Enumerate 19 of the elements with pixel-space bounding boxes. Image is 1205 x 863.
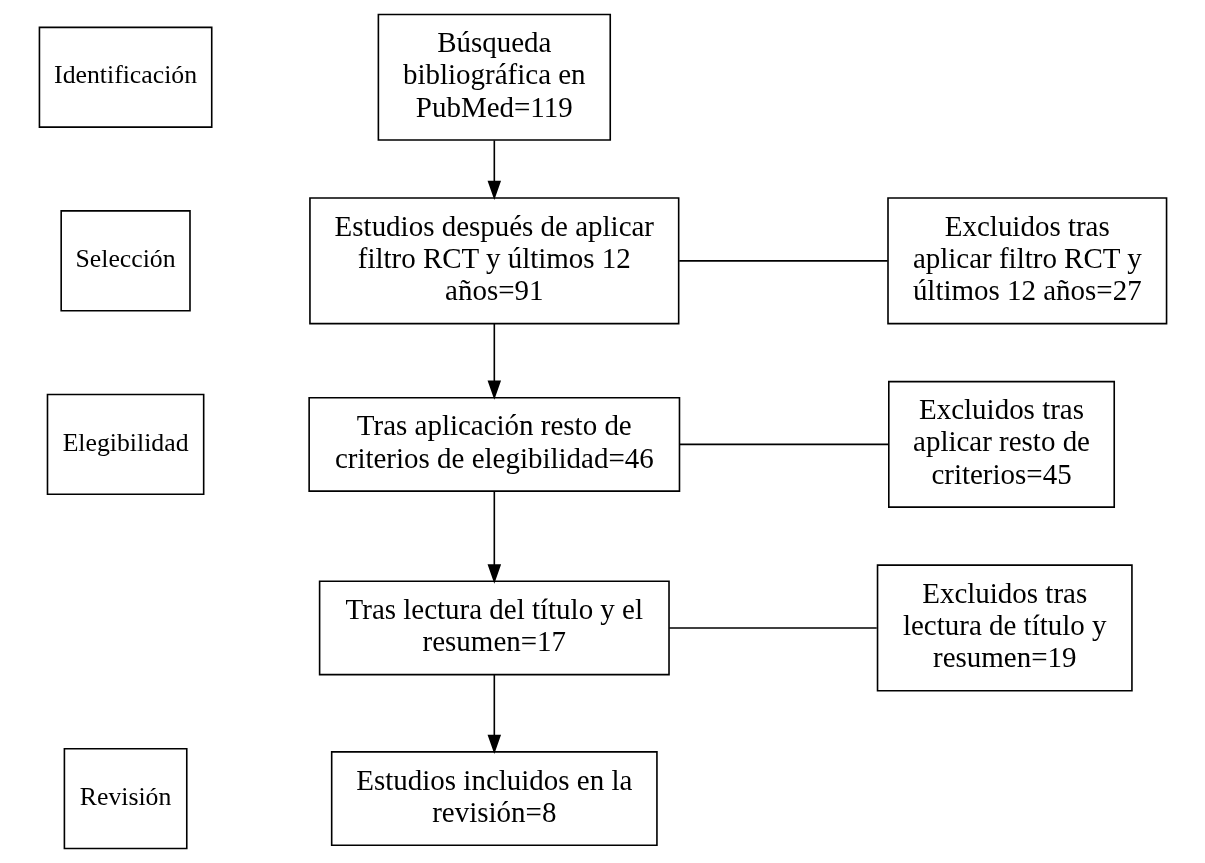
node-box: Excluidos tras aplicar resto de criterios=45 <box>887 380 1115 508</box>
arrow <box>487 323 501 400</box>
node-box: Selección <box>59 210 191 312</box>
node-box: Tras lectura del título y el resumen=17 <box>318 580 670 676</box>
arrow <box>487 674 501 755</box>
node-box: Excluidos tras aplicar filtro RCT y últimos 12 años=27 <box>886 197 1167 325</box>
node-box: Tras aplicación resto de criterios de elegibilidad=46 <box>307 396 680 492</box>
connector <box>677 260 888 262</box>
node-box: Excluidos tras lectura de título y resumen=19 <box>876 564 1133 692</box>
node-box: Elegibilidad <box>46 393 204 496</box>
node-box: Estudios incluidos en la revisión=8 <box>330 751 658 847</box>
arrow <box>487 139 501 200</box>
connector <box>678 443 889 446</box>
connector <box>667 627 878 629</box>
node-box: Estudios después de aplicar filtro RCT y últimos 12 años=91 <box>308 197 679 325</box>
node-box: Búsqueda bibliográfica en PubMed=119 <box>377 13 611 141</box>
arrow <box>487 490 501 584</box>
node-box: Revisión <box>63 747 188 850</box>
node-box: Identificación <box>38 26 213 128</box>
